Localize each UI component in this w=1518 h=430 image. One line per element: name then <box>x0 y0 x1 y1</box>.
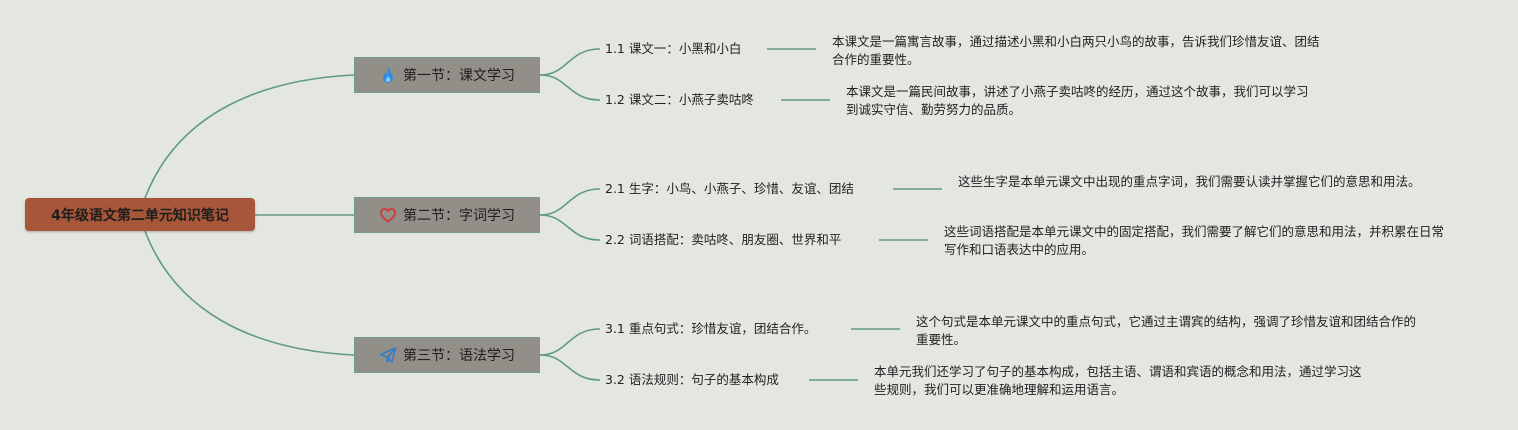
section-1-to-topic-2-line <box>539 74 601 101</box>
section-2-to-topic-2-line <box>539 214 601 241</box>
section-3-title: 第三节：语法学习 <box>403 348 515 364</box>
root-node[interactable]: 4年级语文第二单元知识笔记 <box>25 198 255 231</box>
topic-2-1-description[interactable]: 这些生字是本单元课文中出现的重点字词，我们需要认读并掌握它们的意思和用法。 <box>958 174 1421 189</box>
topic-3-2[interactable]: 3.2 语法规则：句子的基本构成 <box>605 372 779 387</box>
paper-plane-icon <box>379 346 397 364</box>
topic-2-1[interactable]: 2.1 生字：小鸟、小燕子、珍惜、友谊、团结 <box>605 181 854 196</box>
fire-icon <box>379 66 397 84</box>
section-node-1[interactable]: 第一节：课文学习 <box>354 57 540 93</box>
topic-1-1-description[interactable]: 本课文是一篇寓言故事，通过描述小黑和小白两只小鸟的故事，告诉我们珍惜友谊、团结合… <box>832 34 1320 67</box>
topic-1-2-description[interactable]: 本课文是一篇民间故事，讲述了小燕子卖咕咚的经历，通过这个故事，我们可以学习到诚实… <box>846 84 1309 117</box>
section-1-to-topic-1-line <box>539 48 601 76</box>
section-2-to-topic-1-line <box>539 188 601 216</box>
section-2-title: 第二节：字词学习 <box>403 208 515 224</box>
root-to-section-3-line <box>144 230 355 356</box>
topic-1-1[interactable]: 1.1 课文一：小黑和小白 <box>605 41 742 56</box>
section-3-to-topic-2-line <box>539 354 601 381</box>
topic-3-2-description[interactable]: 本单元我们还学习了句子的基本构成，包括主语、谓语和宾语的概念和用法，通过学习这些… <box>874 364 1362 397</box>
topic-3-1[interactable]: 3.1 重点句式：珍惜友谊，团结合作。 <box>605 321 817 336</box>
topic-3-1-description[interactable]: 这个句式是本单元课文中的重点句式，它通过主谓宾的结构，强调了珍惜友谊和团结合作的… <box>916 314 1417 347</box>
topic-2-2[interactable]: 2.2 词语搭配：卖咕咚、朋友圈、世界和平 <box>605 232 842 247</box>
section-node-3[interactable]: 第三节：语法学习 <box>354 337 540 373</box>
section-1-title: 第一节：课文学习 <box>403 68 515 84</box>
root-title: 4年级语文第二单元知识笔记 <box>51 207 229 224</box>
section-3-to-topic-1-line <box>539 328 601 356</box>
root-to-section-1-line <box>144 74 355 199</box>
topic-1-2[interactable]: 1.2 课文二：小燕子卖咕咚 <box>605 92 754 107</box>
topic-2-2-description[interactable]: 这些词语搭配是本单元课文中的固定搭配，我们需要了解它们的意思和用法，并积累在日常… <box>944 224 1445 257</box>
section-node-2[interactable]: 第二节：字词学习 <box>354 197 540 233</box>
heart-icon <box>379 206 397 224</box>
